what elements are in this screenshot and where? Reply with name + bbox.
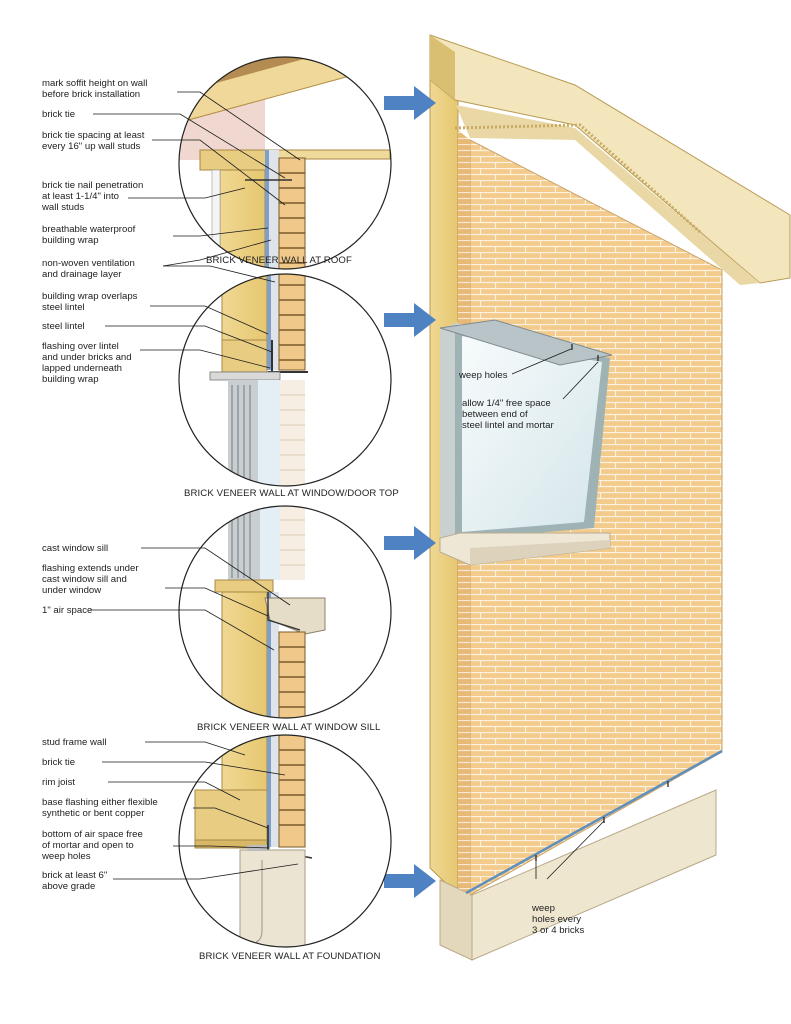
title-brick-veneer-foundation: BRICK VENEER WALL AT FOUNDATION <box>199 951 381 962</box>
label-rim-joist: rim joist <box>42 777 76 788</box>
wall-illustration <box>384 34 791 961</box>
label-brick-tie-roof: brick tie <box>42 109 76 120</box>
label-air-space: 1" air space <box>42 605 93 616</box>
label-brick-tie-spacing: brick tie spacing at least every 16" up … <box>42 130 145 152</box>
label-mark-soffit-height: mark soffit height on wall before brick … <box>42 78 148 100</box>
window <box>439 319 613 566</box>
title-brick-veneer-window-sill: BRICK VENEER WALL AT WINDOW SILL <box>197 722 381 733</box>
arrow-window-sill <box>384 526 436 560</box>
label-bottom-of-air-space: bottom of air space free of mortar and o… <box>42 829 143 862</box>
arrow-foundation <box>384 864 436 898</box>
label-steel-lintel: steel lintel <box>42 321 85 332</box>
callout-arrows <box>384 86 436 898</box>
label-weep-holes: weep holes <box>459 370 508 381</box>
label-base-flashing: base flashing either flexible synthetic … <box>42 797 158 819</box>
title-brick-veneer-roof: BRICK VENEER WALL AT ROOF <box>206 255 352 266</box>
arrow-roof <box>384 86 436 120</box>
label-stud-frame-wall: stud frame wall <box>42 737 107 748</box>
detail-roof <box>178 56 392 270</box>
label-brick-tie-nail-penetration: brick tie nail penetration at least 1-1/… <box>42 180 144 213</box>
label-free-space: allow 1/4" free space between end of ste… <box>462 398 554 431</box>
detail-window-top <box>178 273 392 487</box>
arrow-window-top <box>384 303 436 337</box>
leader-lines <box>90 91 301 880</box>
label-wrap-overlaps-lintel: building wrap overlaps steel lintel <box>42 291 138 313</box>
label-building-wrap: breathable waterproof building wrap <box>42 224 136 246</box>
label-weep-holes-every: weep holes every 3 or 4 bricks <box>532 903 585 936</box>
label-flashing-under-sill: flashing extends under cast window sill … <box>42 563 139 596</box>
detail-window-sill <box>178 505 392 719</box>
steel-lintel <box>439 319 613 366</box>
label-brick-tie-foundation: brick tie <box>42 757 76 768</box>
label-cast-window-sill: cast window sill <box>42 543 109 554</box>
label-flashing-over-lintel: flashing over lintel and under bricks an… <box>42 341 132 385</box>
label-ventilation-drainage-layer: non-woven ventilation and drainage layer <box>42 258 135 280</box>
detail-foundation <box>178 734 392 948</box>
title-brick-veneer-window-top: BRICK VENEER WALL AT WINDOW/DOOR TOP <box>184 488 399 499</box>
label-brick-above-grade: brick at least 6" above grade <box>42 870 108 892</box>
base-flashing-line <box>465 749 723 895</box>
